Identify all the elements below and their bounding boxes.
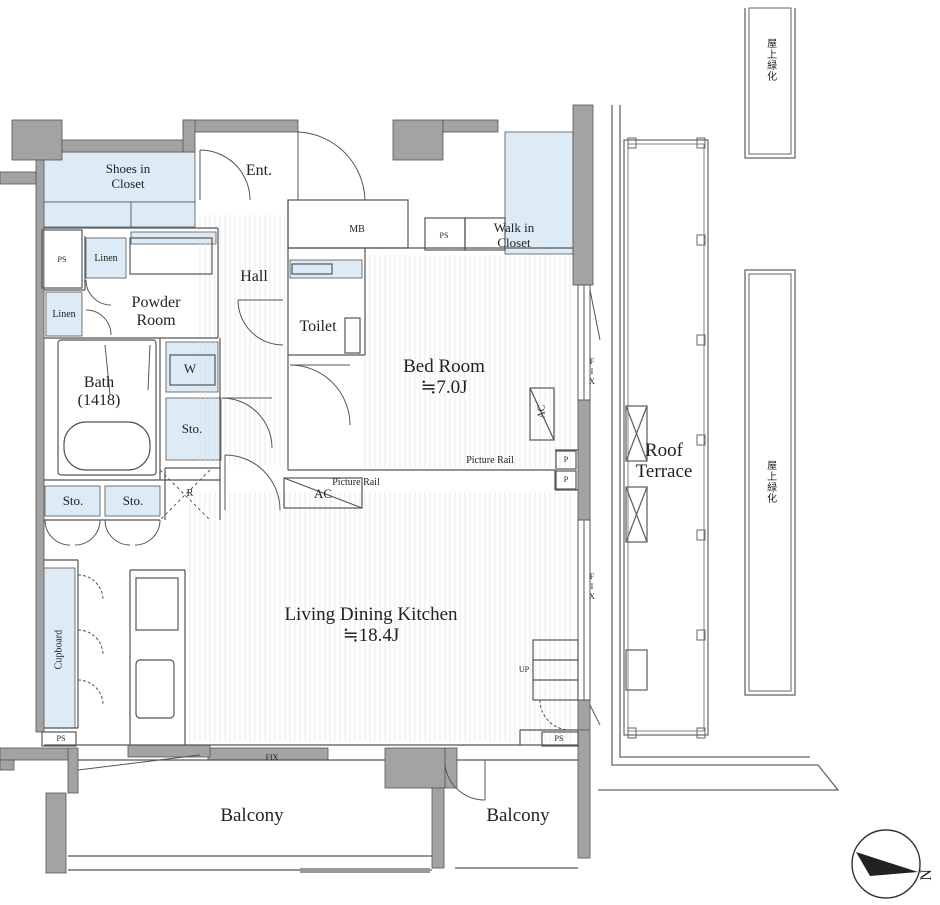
floor-grain — [189, 215, 571, 742]
rooftop-green-lower-label: 屋上緑化 — [760, 460, 780, 507]
compass — [851, 829, 921, 899]
hall-label: Hall — [240, 268, 268, 285]
bedroom-size: ≒7.0J — [420, 377, 468, 399]
washer-label: W — [183, 361, 197, 376]
door-swings — [44, 131, 571, 801]
powder-room-label: Powder Room — [116, 294, 196, 330]
picture-rail-bedroom-label: Picture Rail — [466, 455, 514, 466]
walk-in-closet-label: Walk in Closet — [478, 220, 550, 250]
shoes-closet-label: Shoes in Closet — [88, 161, 168, 191]
ac-ldk-label: AC — [313, 486, 333, 501]
mb-label: MB — [349, 224, 365, 235]
rooftop-green-lower-text: 屋上緑化 — [764, 460, 776, 504]
fix-ldk-text: FIX — [587, 572, 597, 602]
roof-terrace-area — [598, 7, 840, 791]
storage-left-1-label: Sto. — [62, 493, 84, 508]
up-label: UP — [518, 665, 530, 674]
ldk-size: ≒18.4J — [342, 625, 400, 647]
walls — [0, 104, 594, 874]
fix-bottom-label: FIX — [265, 753, 279, 762]
roof-terrace-line2: Terrace — [635, 461, 693, 483]
bath-size: (1418) — [77, 391, 121, 409]
bedroom-name: Bed Room — [403, 356, 485, 377]
linen-lower-label: Linen — [52, 309, 76, 320]
powder-room-line1: Powder — [131, 294, 181, 311]
rooftop-green-upper-text: 屋上緑化 — [764, 38, 776, 82]
roof-terrace-label: Roof Terrace — [616, 440, 712, 483]
fix-bedroom-label: FIX — [584, 357, 598, 390]
balcony-main-label: Balcony — [220, 805, 284, 826]
walk-in-closet-line1: Walk in — [493, 220, 535, 235]
bath-name: Bath — [83, 374, 115, 391]
ps-left-label: PS — [57, 255, 67, 264]
fix-ldk-label: FIX — [584, 572, 598, 605]
rooftop-green-upper-label: 屋上緑化 — [760, 38, 780, 85]
ps-top-label: PS — [439, 231, 449, 240]
storage-fills — [42, 131, 574, 729]
ps-bottom-left-label: PS — [56, 734, 66, 743]
ldk-label: Living Dining Kitchen ≒18.4J — [260, 604, 482, 647]
storage-left-2-label: Sto. — [122, 493, 144, 508]
picture-rail-ldk-label: Picture Rail — [332, 477, 380, 488]
linen-upper-label: Linen — [94, 253, 118, 264]
refrigerator-label: R — [186, 488, 194, 499]
p-lower-label: P — [563, 475, 569, 484]
entrance-label: Ent. — [245, 162, 273, 179]
roof-terrace-line1: Roof — [645, 440, 683, 461]
p-upper-label: P — [563, 455, 569, 464]
shoes-closet-line2: Closet — [111, 175, 145, 191]
powder-room-line2: Room — [136, 311, 176, 329]
fix-bedroom-text: FIX — [587, 357, 597, 387]
balcony-small-label: Balcony — [486, 805, 550, 826]
shoes-closet-line1: Shoes in — [105, 161, 151, 176]
bath-label: Bath (1418) — [64, 374, 134, 410]
ac-bedroom-label: AC — [536, 404, 548, 419]
windows — [577, 284, 601, 726]
storage-mid-label: Sto. — [181, 421, 203, 436]
ldk-name: Living Dining Kitchen — [284, 604, 458, 625]
walk-in-closet-line2: Closet — [497, 234, 531, 250]
cupboard-label: Cupboard — [53, 629, 65, 670]
bedroom-label: Bed Room ≒7.0J — [382, 356, 506, 399]
ps-bottom-right-label: PS — [554, 734, 564, 743]
compass-north-label: N — [918, 869, 936, 881]
toilet-label: Toilet — [299, 318, 337, 335]
